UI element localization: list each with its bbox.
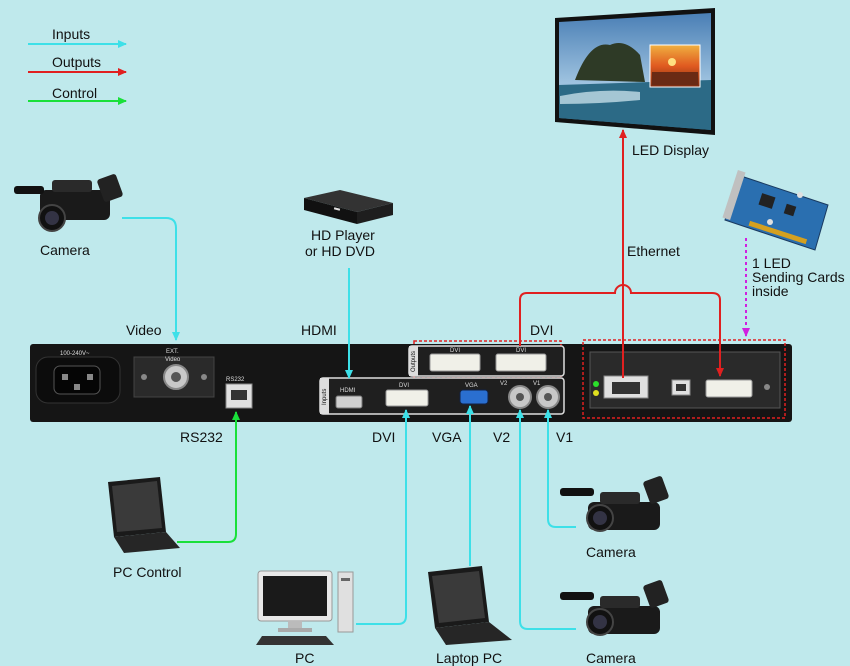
camera-v1-label: Camera [586,544,636,560]
hdmi-input-port[interactable] [335,395,363,409]
sending-card-icon [722,169,829,251]
camera-v2-label: Camera [586,650,636,666]
pc-icon [256,570,354,645]
vga-input-port[interactable] [459,389,489,405]
power-rating: 100-240V~ [60,351,90,357]
v1-label: V1 [556,429,573,445]
vga-port-label: VGA [465,383,478,389]
ethernet-label: Ethernet [627,243,680,259]
card-dvi-port[interactable] [705,379,753,398]
rs232-control-line [177,411,240,543]
sending-cards-label-1: 1 LED [752,255,791,271]
sending-cards-label-3: inside [752,283,789,299]
laptop-pc-icon [428,566,512,645]
dvi-input-label: DVI [372,429,395,445]
sending-card-slot [582,339,786,419]
camera-v2-line [516,409,576,630]
sending-cards-label-2: Sending Cards [752,269,845,285]
v2-port-label: V2 [500,381,508,387]
led-display-label: LED Display [632,142,709,158]
camera-v2-icon [560,580,669,636]
video-processor-chassis: 100-240V~ EXT. Video RS232 Outputs DVI D… [30,339,792,422]
dvi-input-port[interactable] [385,389,429,407]
hd-player-icon [304,190,393,224]
dvi-a-port-label: DVI [450,348,460,354]
camera-top-icon [14,174,123,232]
dvi-in-port-label: DVI [399,383,409,389]
inputs-group-label: Inputs [322,389,328,405]
camera-video-line [122,217,180,341]
dvi-output-port-a[interactable] [429,353,481,372]
dvi-output-port-b[interactable] [495,353,547,372]
laptop-pc-label: Laptop PC [436,650,502,666]
legend-outputs-label: Outputs [52,54,101,70]
dvi-output-label: DVI [530,322,553,338]
legend-inputs-label: Inputs [52,26,90,42]
camera-v1-line [544,409,576,528]
camera-v1-icon [560,476,669,532]
rs232-label: RS232 [180,429,223,445]
camera-top-label: Camera [40,242,90,258]
v1-port-label: V1 [533,381,541,387]
ext-label-2: Video [165,357,181,363]
pc-label: PC [295,650,314,666]
legend-control-label: Control [52,85,97,101]
v2-label: V2 [493,429,510,445]
pc-control-laptop-icon [108,477,180,553]
hdmi-port-label: HDMI [340,388,356,394]
dvi-loop-line [519,284,724,377]
legend: Inputs Outputs Control [28,26,127,105]
vga-label: VGA [432,429,462,445]
rs232-port-label: RS232 [226,377,245,383]
dvi-b-port-label: DVI [516,348,526,354]
video-label: Video [126,322,162,338]
led-display-screen [555,8,715,135]
pc-dvi-line [356,409,410,625]
pc-control-label: PC Control [113,564,181,580]
ext-label-1: EXT. [166,349,179,355]
outputs-group-label: Outputs [411,351,417,372]
hd-player-label-1: HD Player [311,227,375,243]
hd-player-label-2: or HD DVD [305,243,375,259]
hdmi-label: HDMI [301,322,337,338]
